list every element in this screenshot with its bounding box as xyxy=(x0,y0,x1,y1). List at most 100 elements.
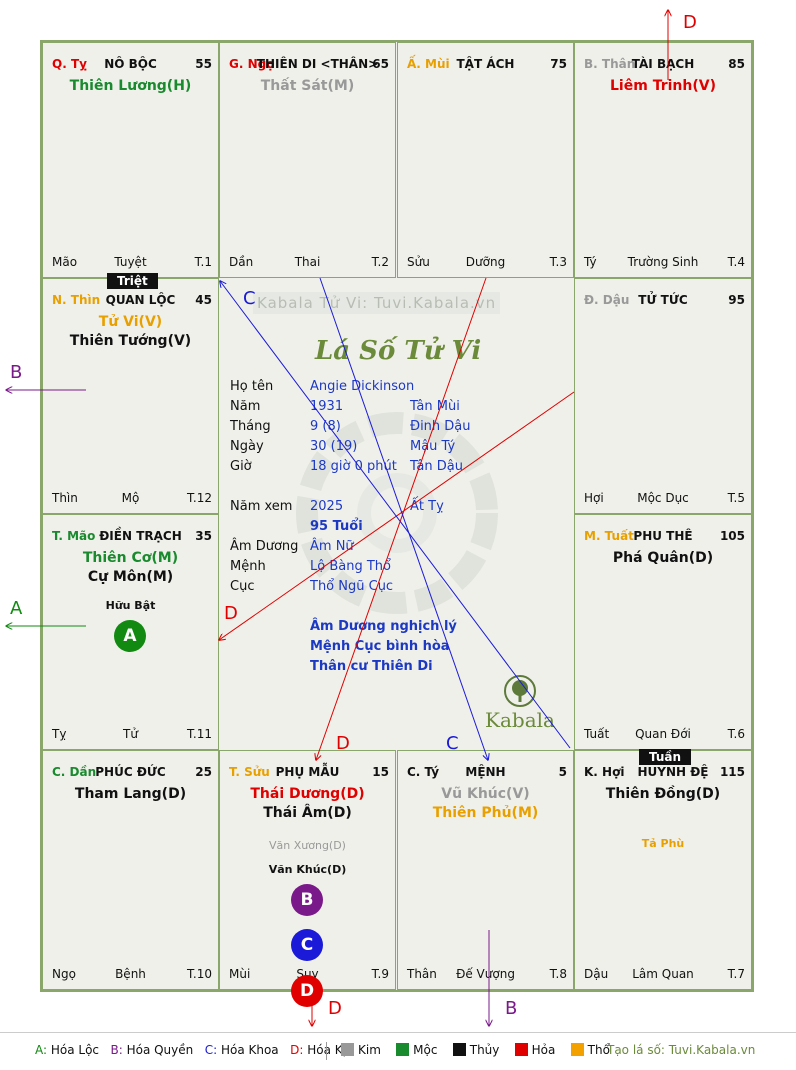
star: Thiên Cơ(M) xyxy=(82,550,179,566)
palace-age: 5 xyxy=(558,765,567,779)
info-key: Âm Dương xyxy=(230,539,299,554)
palace-month: T.12 xyxy=(187,491,212,505)
info-key: Năm xyxy=(230,399,261,414)
yin-yang-watermark xyxy=(296,412,498,614)
palace-name: PHU THÊ xyxy=(633,529,693,543)
info-value: Đinh Dậu xyxy=(410,419,471,434)
palace-mao: T. Mão ĐIỀN TRẠCH 35 Thiên Cơ(M) Cự Môn(… xyxy=(42,514,219,750)
palace-age: 45 xyxy=(195,293,212,307)
main-stars: Thiên Lương(H) xyxy=(43,77,218,96)
palace-code: T. Sửu xyxy=(229,765,270,779)
palace-month: T.8 xyxy=(549,967,567,981)
legend-element: Hỏa xyxy=(531,1043,556,1057)
minor-star: Văn Khúc(D) xyxy=(268,863,347,876)
palace-stage: Dưỡng xyxy=(465,255,506,269)
swatch-moc xyxy=(396,1043,410,1056)
palace-branch: Dậu xyxy=(584,967,609,981)
palace-name: PHÚC ĐỨC xyxy=(95,765,166,779)
main-stars: Thái Dương(D) Thái Âm(D) xyxy=(220,785,395,823)
c-line-ngo-ti xyxy=(319,277,488,760)
info-value: Âm Nữ xyxy=(310,539,354,554)
palace-month: T.3 xyxy=(549,255,567,269)
star: Liêm Trinh(V) xyxy=(610,78,716,94)
legend-element: Thổ xyxy=(587,1043,610,1057)
palace-dau: Đ. Dậu TỬ TỨC 95 Hợi Mộc Dục T.5 xyxy=(574,278,752,514)
arrow-label-c: C xyxy=(243,288,256,309)
palace-stage: Mộc Dục xyxy=(637,491,689,505)
d-line-mui-suu xyxy=(316,277,487,760)
star: Thiên Đồng(D) xyxy=(605,786,721,802)
legend-key: C: xyxy=(204,1043,218,1057)
triet-marker: Triệt xyxy=(107,273,158,289)
main-stars: Tham Lang(D) xyxy=(43,785,218,804)
swatch-thuy xyxy=(452,1043,466,1056)
star: Phá Quân(D) xyxy=(612,550,714,566)
arrow-label-c: C xyxy=(446,733,459,754)
info-key: Cục xyxy=(230,579,255,594)
palace-age: 35 xyxy=(195,529,212,543)
legend-key: B: xyxy=(110,1043,123,1057)
star: Thiên Tướng(V) xyxy=(69,333,192,349)
hoa-quyen-marker: B xyxy=(291,884,323,916)
palace-age: 95 xyxy=(728,293,745,307)
palace-code: M. Tuất xyxy=(584,529,634,543)
palace-stage: Quan Đới xyxy=(635,727,691,741)
palace-stage: Đế Vượng xyxy=(456,967,515,981)
palace-hoi: K. Hợi HUYNH ĐỆ 115 Thiên Đồng(D) Tả Phù… xyxy=(574,750,752,990)
palace-stage: Lâm Quan xyxy=(632,967,694,981)
palace-stage: Mộ xyxy=(121,491,140,505)
star: Thiên Lương(H) xyxy=(69,78,192,94)
palace-branch: Tý xyxy=(584,255,597,269)
swatch-hoa xyxy=(514,1043,528,1056)
palace-ngo: G. Ngọ THIÊN DI <THÂN> 65 Thất Sát(M) Dầ… xyxy=(219,42,396,278)
legend-key: A: xyxy=(35,1043,48,1057)
palace-ti: C. Tý MỆNH 5 Vũ Khúc(V) Thiên Phủ(M) Thâ… xyxy=(397,750,574,990)
legend-elements: Kim Mộc Thủy Hỏa Thổ xyxy=(341,1043,610,1057)
palace-branch: Thân xyxy=(407,967,437,981)
info-value: 18 giờ 0 phút xyxy=(310,459,397,474)
palace-month: T.10 xyxy=(187,967,212,981)
legend-value: Hóa Khoa xyxy=(217,1043,279,1057)
palace-age: 105 xyxy=(719,529,745,543)
main-stars: Thiên Cơ(M) Cự Môn(M) xyxy=(43,549,218,587)
palace-age: 55 xyxy=(195,57,212,71)
palace-name: NÔ BỘC xyxy=(104,57,157,71)
palace-branch: Tuất xyxy=(584,727,610,741)
palace-code: K. Hợi xyxy=(584,765,625,779)
palace-code: Q. Tỵ xyxy=(52,57,87,71)
palace-name: THIÊN DI <THÂN> xyxy=(256,57,379,71)
center-panel: Kabala Tử Vi: Tuvi.Kabala.vn Lá Số Tử Vi… xyxy=(219,278,574,752)
arrow-label-b: B xyxy=(10,362,23,383)
info-key: Tháng xyxy=(230,419,271,434)
minor-star: Tả Phù xyxy=(641,837,685,850)
palace-age: 25 xyxy=(195,765,212,779)
info-key: Họ tên xyxy=(230,379,274,394)
legend-key: D: xyxy=(290,1043,304,1057)
legend-value: Hóa Lộc xyxy=(47,1043,100,1057)
palace-age: 85 xyxy=(728,57,745,71)
c-line-tuat-ngo xyxy=(220,281,571,749)
hoa-loc-marker: A xyxy=(114,620,146,652)
legend-element: Thủy xyxy=(469,1043,500,1057)
palace-month: T.9 xyxy=(371,967,389,981)
palace-code: G. Ngọ xyxy=(229,57,275,71)
center-title: Lá Số Tử Vi xyxy=(315,336,482,366)
arrow-label-d: D xyxy=(336,733,350,754)
palace-branch: Mùi xyxy=(229,967,251,981)
legend-divider xyxy=(0,1032,796,1033)
main-stars: Thất Sát(M) xyxy=(220,77,395,96)
palace-branch: Thìn xyxy=(52,491,78,505)
star: Thất Sát(M) xyxy=(260,78,355,94)
main-stars: Tử Vi(V) Thiên Tướng(V) xyxy=(43,313,218,351)
site-link[interactable]: Tạo lá số: Tuvi.Kabala.vn xyxy=(607,1043,756,1057)
palace-tuat: M. Tuất PHU THÊ 105 Phá Quân(D) Tuất Qua… xyxy=(574,514,752,750)
palace-code: C. Tý xyxy=(407,765,440,779)
info-key: Giờ xyxy=(230,459,252,474)
palace-name: PHỤ MẪU xyxy=(275,765,340,779)
star: Thiên Phủ(M) xyxy=(432,805,539,821)
swatch-tho xyxy=(570,1043,584,1056)
info-value: Thổ Ngũ Cục xyxy=(310,579,394,594)
arrow-label-a: A xyxy=(10,598,23,619)
